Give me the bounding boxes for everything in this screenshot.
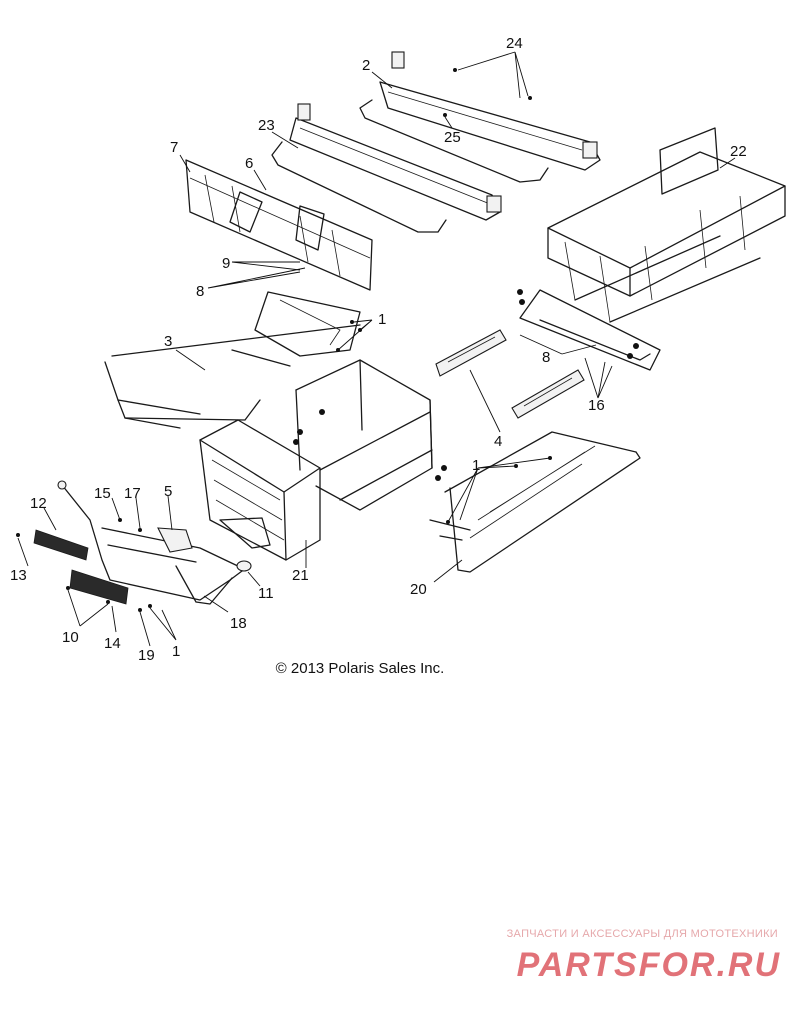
callout-13: 13 (10, 567, 27, 584)
part-cab-frame (199, 359, 433, 561)
part-cargo-bed-upper (359, 51, 601, 183)
callout-12: 12 (30, 495, 47, 512)
callout-19: 19 (138, 647, 155, 664)
callout-4: 4 (494, 433, 502, 450)
callout-5: 5 (164, 483, 172, 500)
callout-17: 17 (124, 485, 141, 502)
callout-14: 14 (104, 635, 121, 652)
callout-10: 10 (62, 629, 79, 646)
fasteners (16, 68, 639, 612)
callout-11: 11 (258, 585, 274, 602)
callout-21: 21 (292, 567, 309, 584)
callout-22: 22 (730, 143, 747, 160)
part-floor-frame-left (104, 291, 361, 429)
part-side-rails (435, 329, 585, 419)
callout-labels: 24 2 25 23 7 6 22 9 8 1 3 8 16 4 1 5 12 … (10, 35, 747, 664)
callout-6: 6 (245, 155, 253, 172)
part-floor-frame-right (429, 431, 641, 573)
callout-8-right: 8 (542, 349, 550, 366)
callout-9: 9 (222, 255, 230, 272)
copyright-notice: © 2013 Polaris Sales Inc. (275, 660, 445, 677)
callout-3: 3 (164, 333, 172, 350)
watermark-logo: PARTSFOR.RU (517, 946, 781, 984)
callout-15: 15 (94, 485, 111, 502)
callout-1-bottom: 1 (172, 643, 180, 660)
part-front-bumper (33, 480, 252, 605)
part-main-chassis (519, 127, 786, 371)
leader-lines (17, 51, 736, 647)
callout-25: 25 (444, 129, 461, 146)
callout-20: 20 (410, 581, 427, 598)
callout-24: 24 (506, 35, 523, 52)
callout-23: 23 (258, 117, 275, 134)
watermark-tagline: ЗАПЧАСТИ И АКСЕССУАРЫ ДЛЯ МОТОТЕХНИКИ (506, 928, 778, 940)
part-rear-bulkhead (185, 159, 373, 291)
svg-text:PARTSFOR.RU: PARTSFOR.RU (517, 946, 781, 984)
part-cargo-bed-lower (271, 103, 502, 233)
callout-16: 16 (588, 397, 605, 414)
callout-18: 18 (230, 615, 247, 632)
callout-8-left: 8 (196, 283, 204, 300)
callout-2: 2 (362, 57, 370, 74)
callout-1-top: 1 (378, 311, 386, 328)
callout-7: 7 (170, 139, 178, 156)
callout-1-right: 1 (472, 457, 480, 474)
